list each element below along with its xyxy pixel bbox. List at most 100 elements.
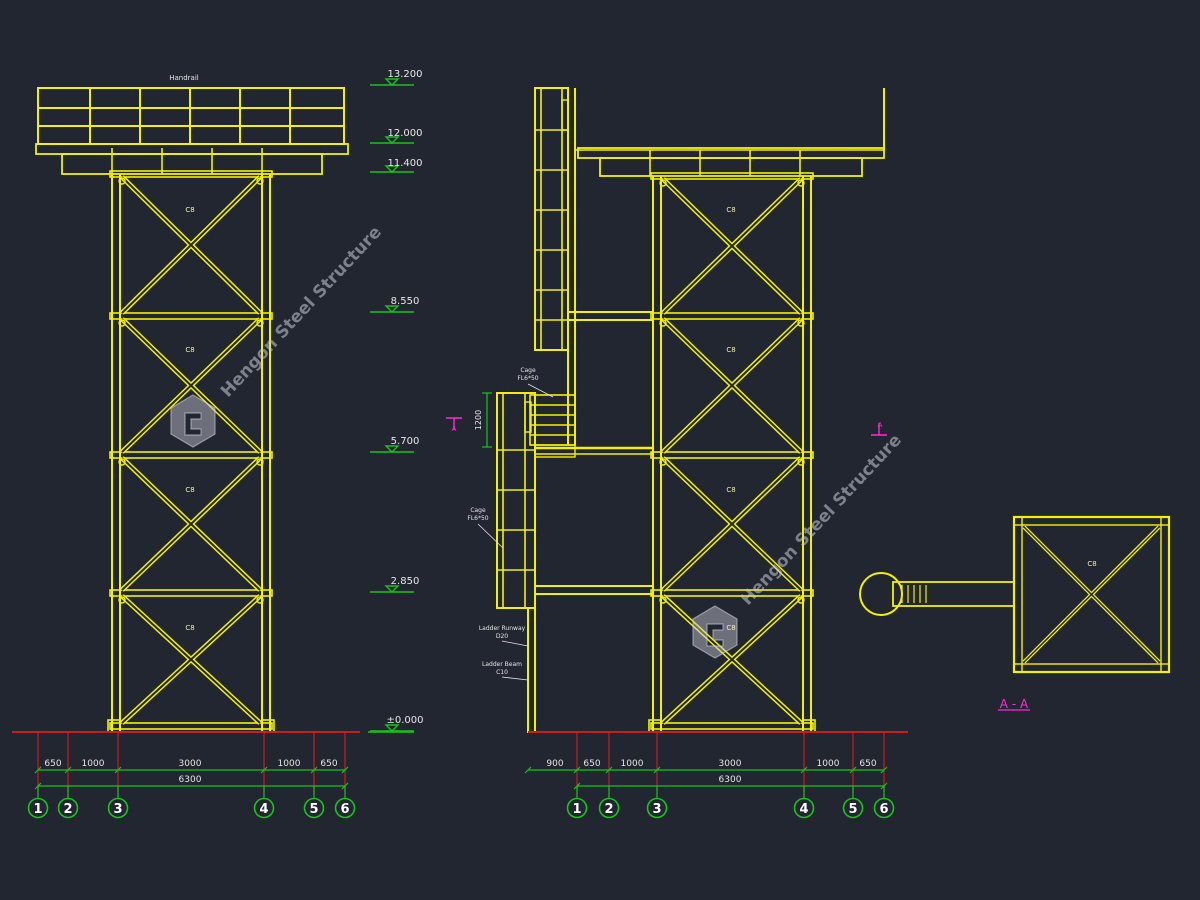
level-triangle [384,136,400,144]
dimension-text: 6300 [719,775,742,785]
gusset [659,458,667,466]
axis-bubble [27,797,49,819]
axis-number: 4 [259,802,268,817]
gusset [256,177,264,185]
brace-inner [121,176,261,314]
beam [109,170,273,178]
dimension-text: 650 [44,759,61,769]
gusset [256,458,264,466]
section-mark-text: A [452,425,457,433]
beam [109,451,273,459]
plan-column [1160,663,1170,673]
gusset [118,458,126,466]
axis-bubble [57,797,79,819]
axis-bubble [566,797,588,819]
axis-number: 5 [848,802,857,817]
axis-bubble [646,797,668,819]
level-label: 12.000 [388,128,423,139]
dimension-text: 3000 [719,759,742,769]
deck-beam [599,157,863,177]
cage-label: Cage [520,367,536,374]
axis-bubble [873,797,895,819]
dimension-text: 1000 [278,759,301,769]
dimension-tick [310,766,318,774]
beam [650,172,814,180]
hengon-logo-icon [692,605,738,659]
dimension-tick [849,766,857,774]
brace-inner [121,457,261,591]
brace-inner [121,318,261,453]
section-mark [871,423,887,436]
brace-label: C8 [726,206,735,214]
axis-number: 3 [652,802,661,817]
axis-number: 1 [33,802,42,817]
cage-label: FL6*50 [467,515,488,522]
section-mark-text: A [878,421,883,429]
section-mark [446,417,462,430]
leader-line [527,383,554,398]
right-elevation [446,87,885,733]
leader-line [477,523,504,549]
axis-bubble [598,797,620,819]
dimension-tick [605,766,613,774]
cage-label: FL6*50 [517,375,538,382]
level-triangle [384,165,400,173]
cage-door [561,99,569,131]
brace-inner [121,595,261,724]
brace-label: C8 [185,206,194,214]
gusset [797,458,805,466]
dimension-text: 1000 [817,759,840,769]
brace-label: C8 [185,486,194,494]
beam [109,722,273,730]
brace-inner [662,595,802,724]
plan-column [1160,516,1170,526]
dimension-text: 6300 [179,775,202,785]
watermarks [170,394,738,659]
plan-column [1013,516,1023,526]
ladder-label: Ladder Runway [479,625,526,632]
gusset [797,596,805,604]
axis-bubble [253,797,275,819]
brace-label: C8 [726,486,735,494]
dimension-tick [64,766,72,774]
gusset [118,177,126,185]
brace-inner [662,457,802,591]
axis-bubble [793,797,815,819]
deck-beam [61,153,323,175]
gusset [256,596,264,604]
level-label: 11.400 [388,158,423,169]
dimension-text: 650 [320,759,337,769]
axis-number: 6 [340,802,349,817]
brace-label: C8 [185,346,194,354]
axis-number: 2 [604,802,613,817]
axis-bubble [334,797,356,819]
leader-line [501,676,529,681]
gusset [659,319,667,327]
plan-brace-inner [1023,526,1160,663]
deck-plate [35,143,349,155]
beam [109,589,273,597]
dimension-lines [12,731,908,819]
dimension-text: 3000 [179,759,202,769]
cage-label: Cage [470,507,486,514]
dimension-text: 650 [859,759,876,769]
ladder-label: C10 [496,669,508,676]
dimension-text: 1000 [82,759,105,769]
dimension-tick [34,766,42,774]
upper-cage [534,87,569,351]
brace-label: C8 [726,624,735,632]
gusset [797,179,805,187]
plan-frame-inner [1021,524,1162,665]
lower-ladder [502,392,526,609]
axis-number: 1 [572,802,581,817]
gusset [118,596,126,604]
axis-bubble [303,797,325,819]
section-a-a [859,423,1171,711]
beam [109,312,273,320]
level-label: ±0.000 [386,715,423,726]
brace-label: C8 [185,624,194,632]
dimension-tick [524,766,532,774]
beam [650,722,814,730]
ladder-label: Ladder Beam [482,661,522,668]
